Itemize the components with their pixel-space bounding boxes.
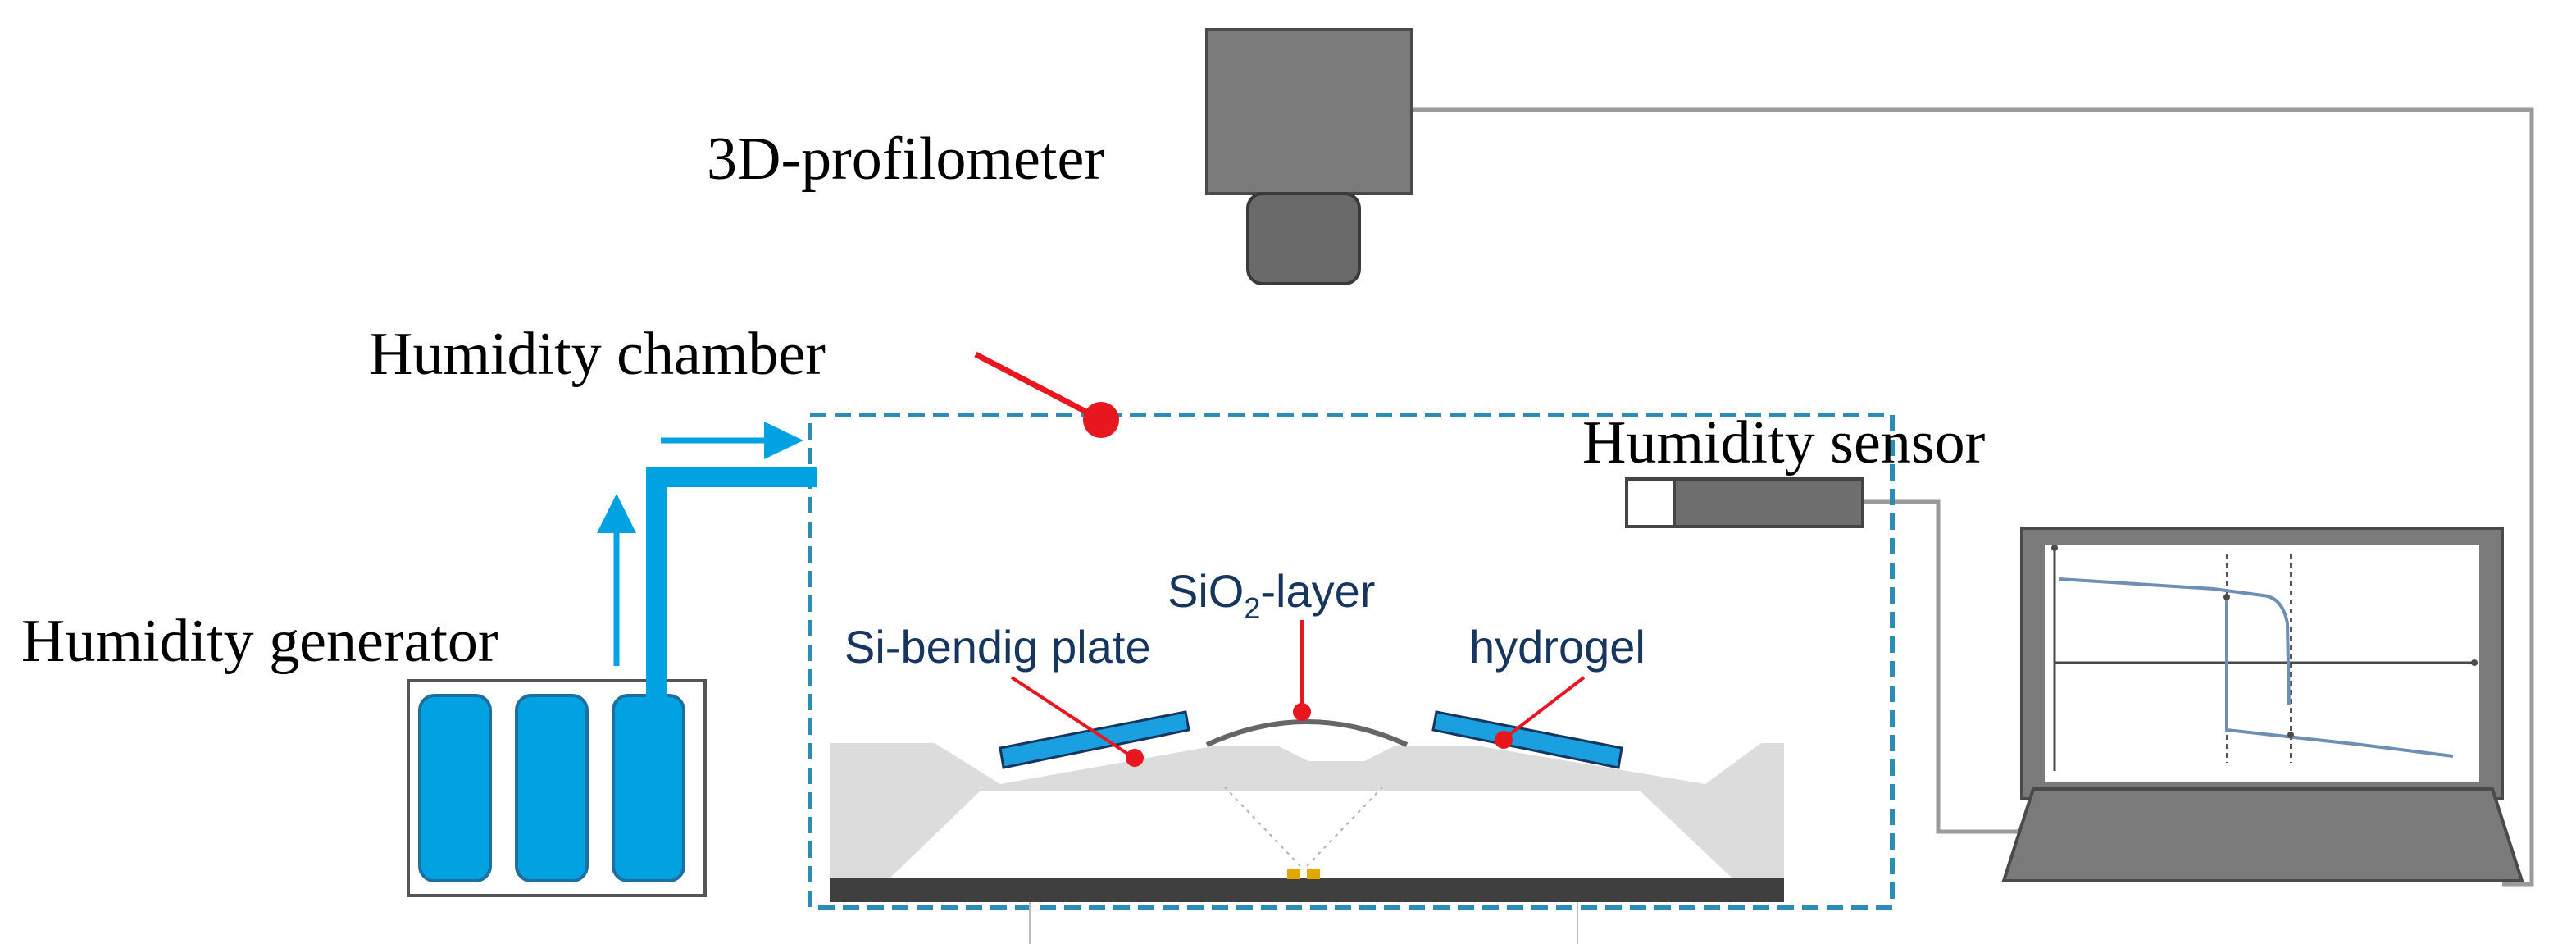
sio2-subscript: 2 [1244, 591, 1260, 625]
hydrogel-right-strip [1431, 710, 1623, 769]
hydrogel-label: hydrogel [1469, 621, 1645, 673]
humidity-sensor-icon [1625, 477, 1864, 528]
si-plate-pointer-line [1010, 676, 1133, 758]
laptop-screen-plot [2051, 545, 2478, 771]
signal-wires [1412, 107, 2534, 887]
humidity-chamber-label: Humidity chamber [369, 321, 826, 388]
hydrogel-pointer-dot [1495, 731, 1513, 749]
laptop-icon [2001, 527, 2524, 882]
hydrogel-pointer-line [1505, 676, 1586, 738]
gold-contact-left [1287, 869, 1300, 879]
chamber-pointer-line [974, 351, 1100, 422]
bending-device-cross-section [830, 710, 1784, 944]
humidity-generator-label: Humidity generator [21, 608, 498, 675]
profilometer-label: 3D-profilometer [707, 125, 1104, 193]
projection-line-left [1224, 787, 1301, 867]
flow-up-arrow [597, 494, 636, 666]
si-substrate [830, 743, 1784, 878]
projection-line-right [1306, 787, 1383, 867]
hydrogel-left-strip [999, 710, 1190, 769]
profilometer-camera-icon [1205, 28, 1413, 285]
gold-contact-right [1307, 869, 1320, 879]
sensor-to-laptop-wire [1863, 499, 2022, 834]
si-plate-pointer-dot [1126, 749, 1144, 767]
sio2-layer-label: SiO2-layer [1167, 565, 1375, 625]
sio2-prefix: SiO [1167, 565, 1244, 617]
humidity-generator-icon [407, 679, 707, 897]
sio2-pointer-dot [1293, 703, 1311, 721]
sio2-suffix: -layer [1260, 565, 1375, 617]
humidity-flow-tube [646, 467, 817, 699]
base-plate [830, 878, 1784, 902]
chamber-pointer-dot [1083, 402, 1119, 438]
humidity-sensor-label: Humidity sensor [1582, 409, 1985, 477]
si-plate-label: Si-bendig plate [844, 621, 1151, 673]
sio2-layer [1205, 719, 1409, 747]
humidity-chamber-outline [808, 413, 1895, 910]
profilometer-to-laptop-wire [1412, 107, 2534, 887]
flow-right-arrow [661, 422, 803, 459]
